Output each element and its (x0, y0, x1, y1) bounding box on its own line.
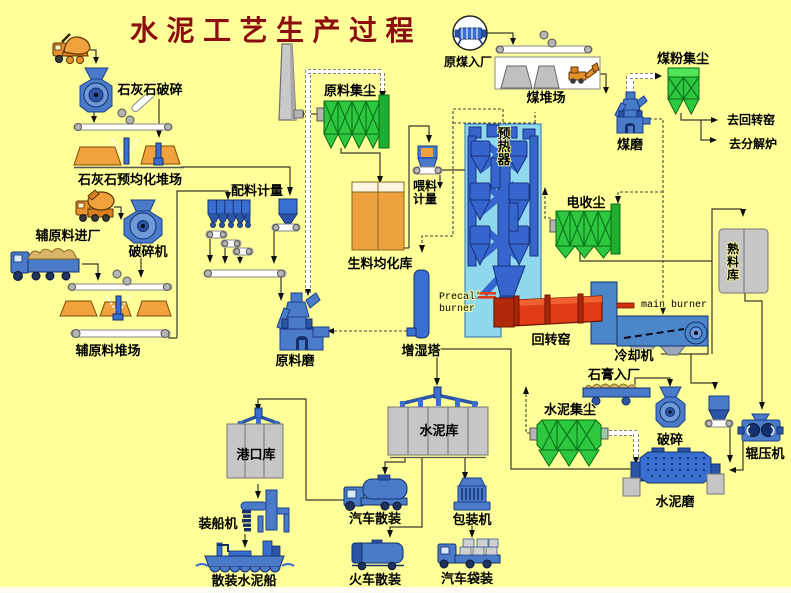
svg-text:火车散装: 火车散装 (349, 572, 401, 587)
svg-text:配料计量: 配料计量 (231, 183, 283, 198)
svg-text:石灰石预均化堆场: 石灰石预均化堆场 (77, 172, 182, 187)
svg-text:喂料: 喂料 (413, 178, 437, 193)
svg-text:石膏入厂: 石膏入厂 (587, 367, 640, 382)
svg-text:生料均化库: 生料均化库 (347, 256, 412, 271)
svg-text:水泥集尘: 水泥集尘 (544, 402, 596, 417)
svg-text:煤磨: 煤磨 (617, 137, 643, 152)
svg-text:热: 热 (497, 139, 510, 154)
svg-text:增湿塔: 增湿塔 (401, 343, 441, 358)
svg-text:辅原料堆场: 辅原料堆场 (75, 343, 140, 358)
svg-text:Precal': Precal' (439, 291, 481, 303)
svg-text:预: 预 (497, 126, 510, 141)
svg-text:装船机: 装船机 (197, 516, 237, 531)
svg-text:水泥磨: 水泥磨 (655, 494, 694, 509)
svg-text:港口库: 港口库 (236, 447, 275, 462)
svg-text:水泥库: 水泥库 (419, 423, 458, 438)
svg-text:器: 器 (496, 152, 511, 167)
svg-text:煤堆场: 煤堆场 (526, 90, 565, 105)
svg-text:去回转窑: 去回转窑 (727, 112, 775, 127)
svg-text:汽车袋装: 汽车袋装 (441, 571, 493, 586)
svg-text:熟: 熟 (727, 241, 739, 256)
svg-text:burner: burner (439, 303, 475, 315)
svg-text:冷却机: 冷却机 (614, 348, 653, 363)
svg-text:计量: 计量 (413, 191, 437, 206)
svg-text:原料集尘: 原料集尘 (324, 83, 376, 98)
svg-text:包装机: 包装机 (452, 512, 491, 527)
svg-text:破碎: 破碎 (657, 432, 683, 447)
svg-text:散装水泥船: 散装水泥船 (211, 573, 276, 588)
svg-text:电收尘: 电收尘 (566, 195, 605, 210)
svg-text:原煤入厂: 原煤入厂 (444, 54, 492, 69)
svg-text:回转窑: 回转窑 (531, 332, 570, 347)
svg-text:原料磨: 原料磨 (275, 353, 314, 368)
svg-text:辊压机: 辊压机 (745, 446, 784, 461)
svg-text:main burner: main burner (641, 299, 707, 311)
svg-text:石灰石破碎: 石灰石破碎 (116, 82, 182, 97)
svg-text:煤粉集尘: 煤粉集尘 (657, 51, 709, 66)
svg-text:库: 库 (727, 267, 739, 282)
svg-text:破碎机: 破碎机 (128, 244, 167, 259)
svg-text:水泥工艺生产过程: 水泥工艺生产过程 (130, 15, 422, 47)
svg-text:料: 料 (727, 254, 739, 269)
svg-text:去分解炉: 去分解炉 (729, 136, 777, 151)
svg-text:汽车散装: 汽车散装 (349, 511, 401, 526)
svg-text:辅原料进厂: 辅原料进厂 (35, 228, 100, 243)
